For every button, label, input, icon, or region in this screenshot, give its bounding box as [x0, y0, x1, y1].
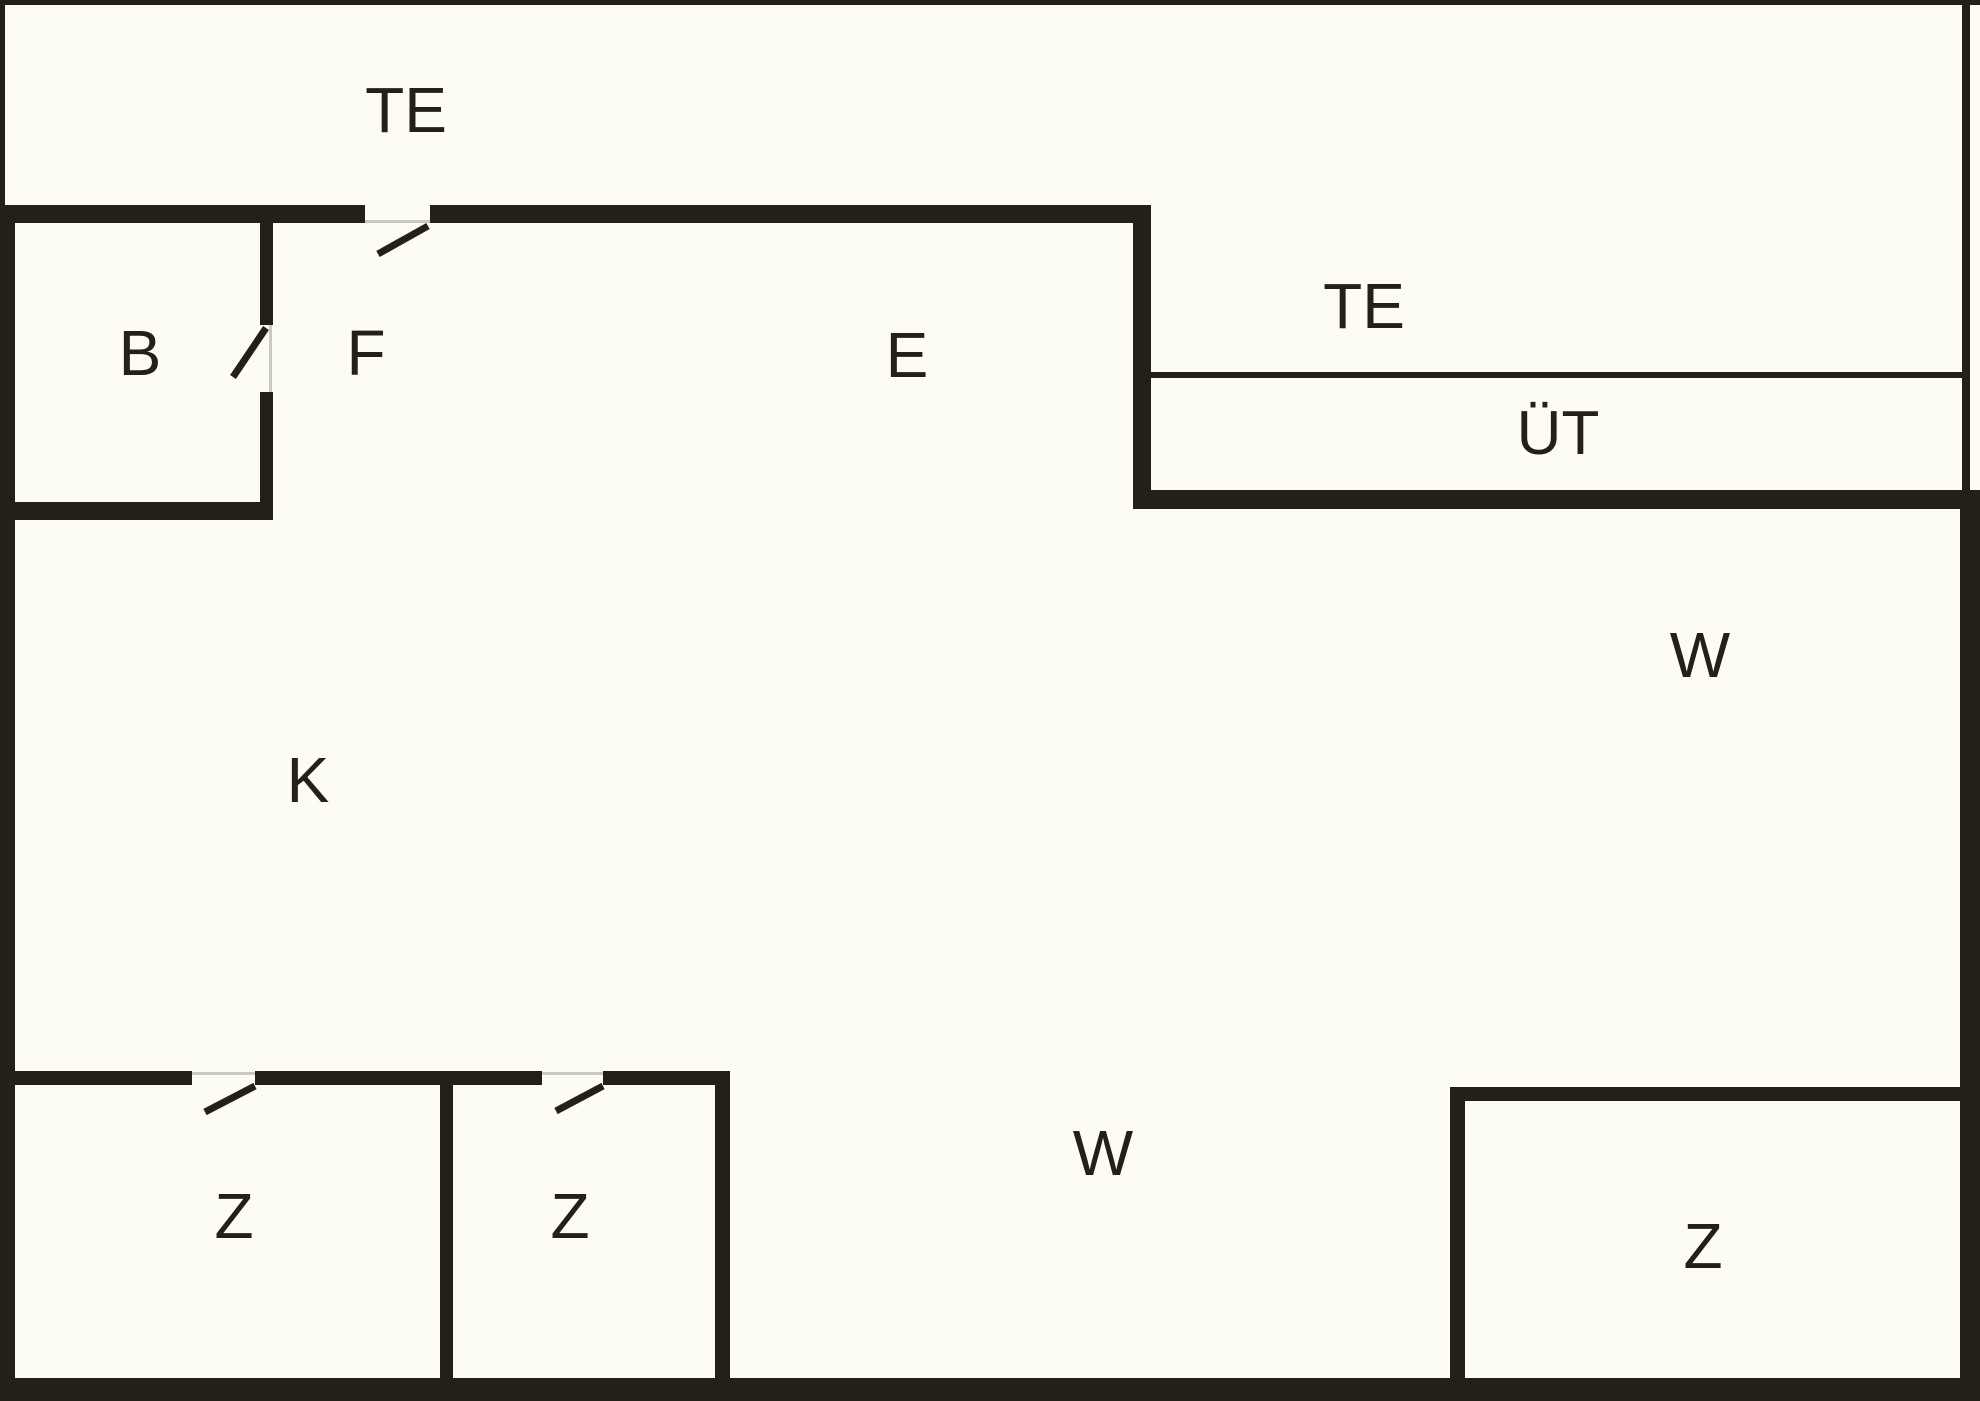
door-swing-f: [376, 222, 430, 258]
wall-z3-north: [1450, 1087, 1980, 1101]
outer-border-left-thin: [0, 0, 5, 210]
room-label-z-left: Z: [214, 1180, 254, 1252]
wall-e-corner-vertical: [1133, 205, 1151, 509]
room-label-te-right: TE: [1323, 270, 1405, 342]
wall-z-divider: [440, 1071, 453, 1378]
room-label-te-upper: TE: [365, 74, 447, 146]
door-swing-b: [230, 326, 269, 379]
threshold-top-door: [365, 220, 430, 223]
wall-outer-bottom: [0, 1378, 1980, 1401]
door-swing-z2: [554, 1082, 605, 1115]
wall-top-segment-a: [0, 205, 365, 223]
room-label-b: B: [118, 317, 162, 389]
room-label-z-middle: Z: [550, 1180, 590, 1252]
wall-ut-bottom: [1133, 490, 1980, 509]
wall-z3-left: [1450, 1087, 1465, 1378]
room-label-w-lower: W: [1072, 1117, 1134, 1189]
threshold-z2-door: [542, 1072, 603, 1075]
wall-z2-right: [715, 1071, 730, 1378]
wall-top-segment-b: [430, 205, 1151, 223]
wall-b-bottom: [0, 502, 273, 520]
room-label-w-right: W: [1669, 619, 1731, 691]
wall-bf-divider-lower: [260, 392, 273, 520]
room-label-e: E: [885, 319, 929, 391]
outer-border-right-thin: [1962, 0, 1970, 495]
room-label-z-right: Z: [1683, 1210, 1723, 1282]
divider-te-ut-thin: [1151, 372, 1970, 378]
threshold-z1-door: [192, 1072, 255, 1075]
wall-z-north-2: [255, 1071, 542, 1085]
wall-bf-divider-upper: [260, 223, 273, 325]
room-label-k: K: [286, 744, 330, 816]
wall-outer-right: [1960, 490, 1980, 1401]
room-label-f: F: [346, 317, 386, 389]
room-label-ut: ÜT: [1516, 399, 1600, 468]
threshold-bf-door: [269, 325, 272, 392]
wall-z-north-1: [15, 1071, 192, 1085]
outer-border-top-thin: [0, 0, 1980, 5]
door-swing-z1: [203, 1082, 257, 1116]
wall-z-north-3: [603, 1071, 730, 1085]
